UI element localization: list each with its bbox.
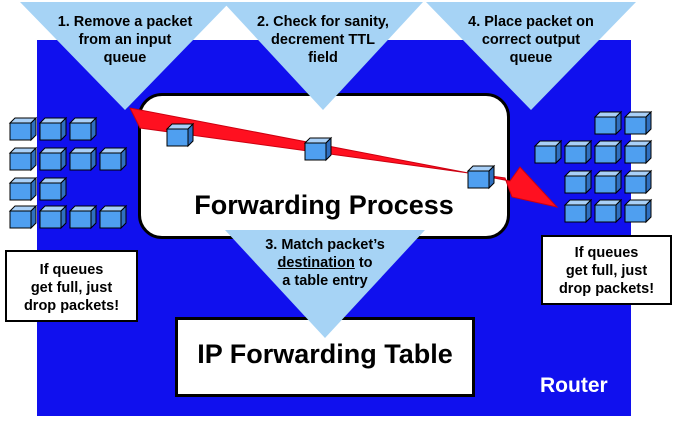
moving-packet <box>165 122 195 148</box>
right-note-line2: get full, just <box>565 263 648 279</box>
left-note-line3: drop packets! <box>23 298 120 314</box>
input-queue-packet <box>8 176 38 202</box>
input-queue-packet <box>38 204 68 230</box>
output-queue-packet <box>563 198 593 224</box>
step1-text: 1. Remove a packet from an input queue <box>20 13 230 67</box>
step2-text: 2. Check for sanity, decrement TTL field <box>223 13 423 67</box>
output-queue-packet <box>593 198 623 224</box>
step3-line2: destination to <box>225 254 425 272</box>
output-queue-packet <box>593 139 623 165</box>
step4-text: 4. Place packet on correct output queue <box>426 13 636 67</box>
input-queue-packet <box>68 204 98 230</box>
left-drop-note: If queues get full, just drop packets! <box>5 250 138 322</box>
step2-line1: 2. Check for sanity, <box>257 14 389 30</box>
step1-line1: 1. Remove a packet <box>57 14 193 30</box>
step3-text: 3. Match packet’s destination to a table… <box>225 236 425 290</box>
right-note-line1: If queues <box>574 245 639 261</box>
input-queue-packet <box>38 116 68 142</box>
left-note-line1: If queues <box>39 262 104 278</box>
step1-line3: queue <box>103 50 147 66</box>
output-queue-packet <box>623 110 653 136</box>
step4-triangle <box>426 2 636 110</box>
step3-triangle <box>225 230 425 338</box>
input-queue-packet <box>98 146 128 172</box>
step3-line3: a table entry <box>282 273 368 289</box>
step3-to: to <box>358 255 373 271</box>
forwarding-process-box <box>138 93 510 239</box>
output-queue-packet <box>563 169 593 195</box>
input-queue-packet <box>8 146 38 172</box>
step1-line2: from an input <box>78 32 172 48</box>
moving-packet <box>466 164 496 190</box>
input-queue-packet <box>68 116 98 142</box>
step1-triangle <box>20 2 230 110</box>
step2-triangle <box>223 2 423 110</box>
forwarding-table-title: IP Forwarding Table <box>197 339 453 369</box>
input-queue-packet <box>8 204 38 230</box>
router-label: Router <box>540 374 608 397</box>
moving-packet <box>303 136 333 162</box>
input-queue-packet <box>38 176 68 202</box>
input-queue-packet <box>98 204 128 230</box>
input-queue-packet <box>38 146 68 172</box>
right-note-line3: drop packets! <box>558 281 655 297</box>
output-queue-packet <box>533 139 563 165</box>
step4-line3: queue <box>509 50 553 66</box>
output-queue-packet <box>563 139 593 165</box>
output-queue-packet <box>593 169 623 195</box>
forwarding-process-title: Forwarding Process <box>194 190 454 220</box>
step4-line2: correct output <box>481 32 581 48</box>
input-queue-packet <box>8 116 38 142</box>
packet-group <box>8 110 653 230</box>
output-queue-packet <box>623 139 653 165</box>
step3-line1: 3. Match packet’s <box>265 237 385 253</box>
input-queue-packet <box>68 146 98 172</box>
right-drop-note: If queues get full, just drop packets! <box>541 235 672 305</box>
step4-line1: 4. Place packet on <box>468 14 594 30</box>
step2-line3: field <box>308 50 338 66</box>
output-queue-packet <box>623 169 653 195</box>
packet-path-arrow <box>129 107 559 208</box>
left-note-line2: get full, just <box>30 280 113 296</box>
destination-word: destination <box>277 255 355 271</box>
output-queue-packet <box>593 110 623 136</box>
step2-line2: decrement TTL <box>271 32 375 48</box>
output-queue-packet <box>623 198 653 224</box>
